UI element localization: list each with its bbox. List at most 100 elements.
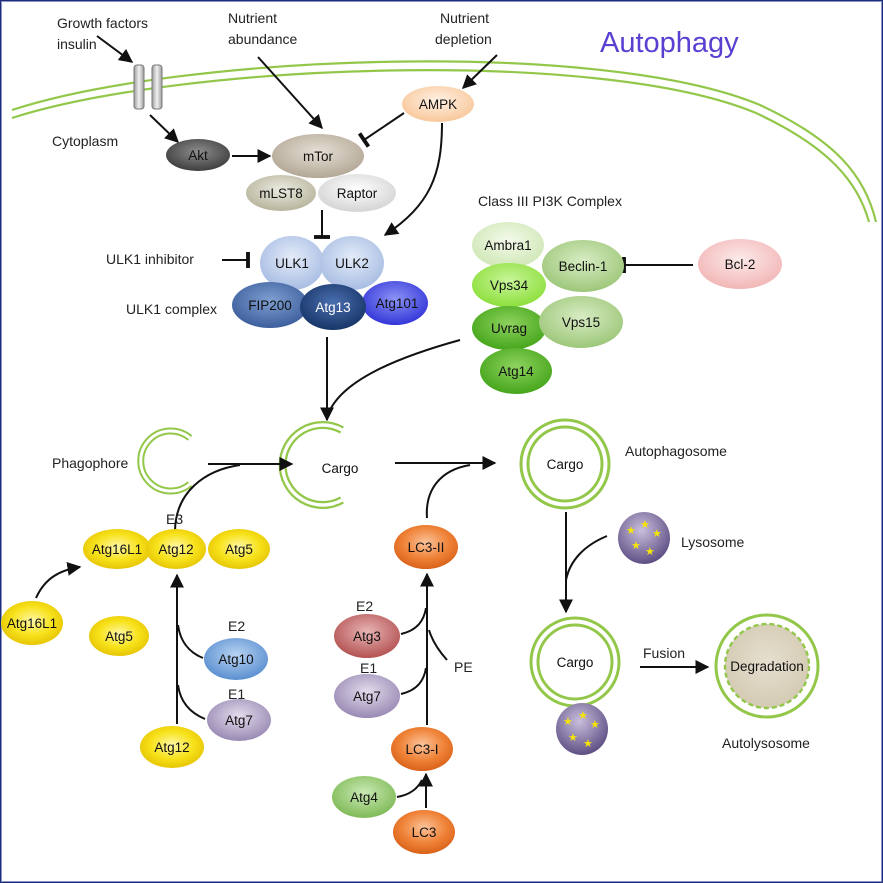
svg-text:★: ★: [652, 528, 662, 540]
mlst8-label: mLST8: [259, 186, 303, 201]
atg5-complex-label: Atg5: [225, 542, 253, 557]
svg-text:★: ★: [568, 732, 578, 744]
ampk-node: [402, 86, 474, 122]
arrow-abundance-to-mtor: [257, 56, 323, 130]
atg7-left-label: Atg7: [225, 713, 253, 728]
atg16l1-complex-label: Atg16L1: [92, 542, 142, 557]
pe-label: PE: [454, 659, 473, 675]
fusion-label: Fusion: [643, 645, 685, 661]
mlst8-node: [246, 175, 316, 211]
vps15-node: [539, 296, 623, 348]
atg13-node: [300, 284, 366, 330]
autophagosome-label: Autophagosome: [625, 443, 727, 459]
receptor-icon: [133, 64, 145, 110]
bcl2-label: Bcl-2: [725, 257, 756, 272]
raptor-label: Raptor: [337, 186, 378, 201]
atg3-node: [334, 614, 400, 658]
beclin1-node: [542, 240, 624, 292]
svg-text:★: ★: [626, 525, 636, 537]
degradation-icon: [723, 622, 811, 710]
uvrag-label: Uvrag: [491, 321, 527, 336]
atg10-label: Atg10: [218, 652, 253, 667]
svg-text:★: ★: [645, 546, 655, 558]
atg5-node: [89, 616, 149, 656]
fused-lysosome-icon: [556, 703, 608, 755]
atg7-left-node: [207, 699, 271, 741]
svg-text:★: ★: [590, 719, 600, 731]
arrow-lysosome-to-fusion: [565, 535, 608, 581]
arrow-ampk-to-ulk: [383, 122, 443, 236]
fusion-cargo-label: Cargo: [557, 655, 594, 670]
mtor-label: mTor: [303, 149, 334, 164]
arrow-atg4-join: [396, 779, 423, 798]
svg-text:★: ★: [563, 716, 573, 728]
svg-text:★: ★: [578, 710, 588, 722]
diagram-title: Autophagy: [600, 27, 739, 59]
atg14-label: Atg14: [498, 364, 534, 379]
nutrient-depletion-label: Nutrient depletion: [435, 10, 493, 47]
atg14-node: [480, 348, 552, 394]
arrow-atg7-join: [177, 684, 206, 720]
nutrient-abundance-label: Nutrient abundance: [228, 10, 298, 47]
svg-text:★: ★: [583, 738, 593, 750]
receptor-icon-2: [151, 64, 163, 110]
fip200-label: FIP200: [248, 298, 292, 313]
phagophore-label: Phagophore: [52, 455, 129, 471]
forming-cargo-label: Cargo: [322, 461, 359, 476]
atg7-right-label: Atg7: [353, 689, 381, 704]
atg5-label: Atg5: [105, 629, 133, 644]
bcl2-node: [698, 239, 782, 289]
atg13-label: Atg13: [315, 300, 350, 315]
arrow-atg7-right-join: [400, 667, 427, 695]
lc3-label: LC3: [412, 825, 437, 840]
atg16l1-label: Atg16L1: [7, 616, 57, 631]
atg4-node: [332, 776, 396, 818]
atg101-node: [362, 281, 428, 325]
atg5-complex-node: [208, 529, 270, 569]
arrow-atg3-join: [400, 607, 427, 635]
ambra1-node: [472, 222, 544, 268]
ulk1-complex-label: ULK1 complex: [126, 301, 217, 317]
fusion-inner-icon: [536, 623, 614, 701]
arrow-depletion-to-ampk: [461, 54, 498, 89]
lc3-i-node: [391, 727, 453, 771]
atg7-right-node: [334, 674, 400, 718]
e2-left-label: E2: [228, 618, 245, 634]
ambra1-label: Ambra1: [484, 238, 531, 253]
svg-text:★: ★: [640, 519, 650, 531]
ulk1-label: ULK1: [275, 256, 309, 271]
atg3-label: Atg3: [353, 629, 381, 644]
phagophore-inner-icon: [139, 429, 191, 493]
ulk1-inhibitor-label: ULK1 inhibitor: [106, 251, 194, 267]
cytoplasm-label: Cytoplasm: [52, 133, 118, 149]
atg16l1-complex-node: [83, 529, 151, 569]
lc3-node: [393, 810, 455, 854]
akt-label: Akt: [188, 148, 208, 163]
atg12-complex-label: Atg12: [158, 542, 193, 557]
e1-left-label: E1: [228, 686, 245, 702]
vps15-label: Vps15: [562, 315, 600, 330]
atg4-label: Atg4: [350, 790, 378, 805]
akt-node: [166, 139, 230, 171]
raptor-node: [318, 174, 396, 212]
lysosome-icon: [618, 512, 670, 564]
arrow-growth-to-receptor: [96, 35, 134, 63]
lysosome-label: Lysosome: [681, 534, 745, 550]
atg10-node: [204, 638, 268, 680]
lc3-i-label: LC3-I: [405, 742, 438, 757]
autolysosome-label: Autolysosome: [722, 735, 810, 751]
lc3-ii-node: [394, 525, 458, 569]
vps34-node: [472, 263, 546, 307]
ulk1-node: [260, 236, 324, 290]
beclin1-label: Beclin-1: [559, 259, 608, 274]
autophagosome-inner-icon: [526, 425, 604, 503]
atg12-label: Atg12: [154, 740, 189, 755]
e1-right-label: E1: [360, 660, 377, 676]
arrow-pi3k-to-cargo: [329, 339, 461, 411]
degradation-label: Degradation: [730, 659, 804, 674]
ulk2-label: ULK2: [335, 256, 369, 271]
arrow-receptor-to-akt: [149, 114, 180, 143]
svg-text:★: ★: [631, 540, 641, 552]
fip200-node: [232, 282, 308, 328]
